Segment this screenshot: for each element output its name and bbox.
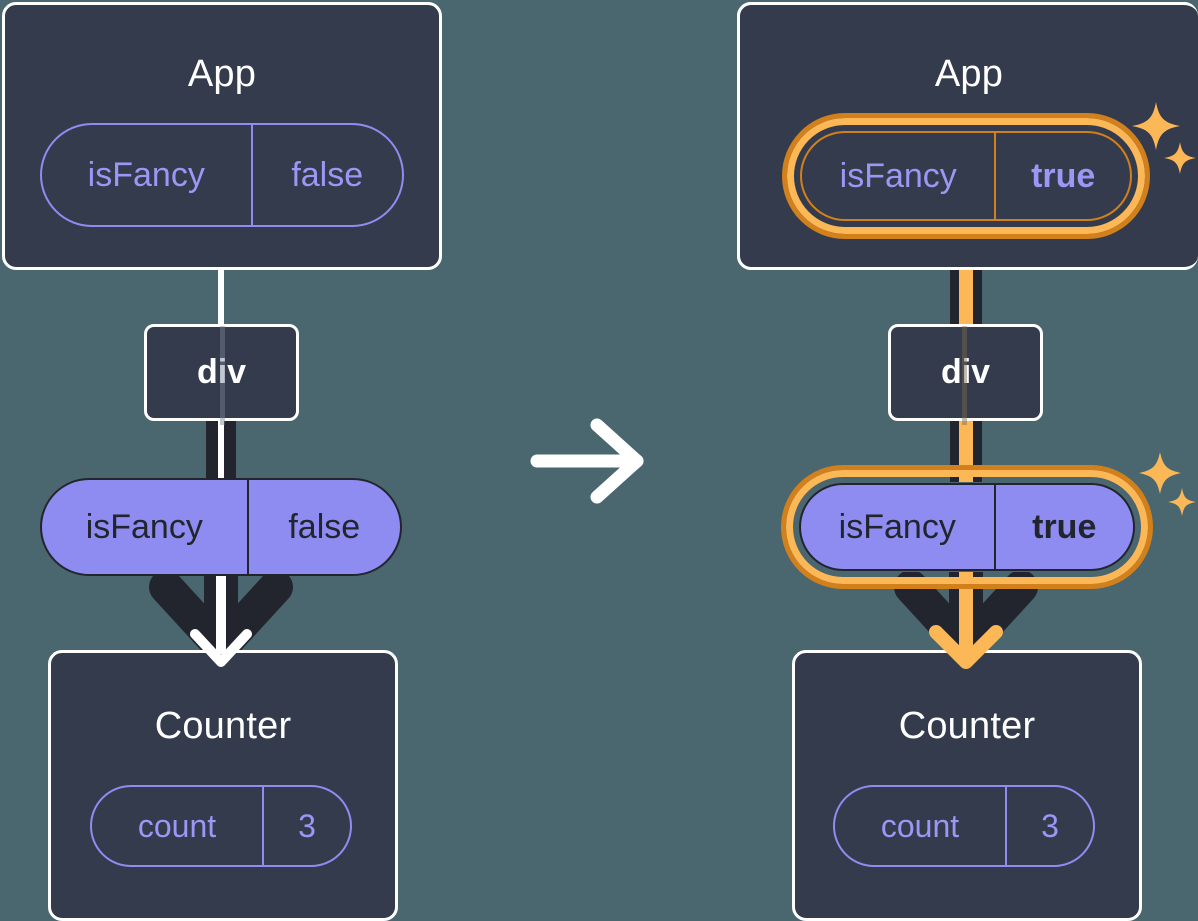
sparkle-icon-app-right [1132, 102, 1196, 174]
connector-app-to-div-left [218, 268, 224, 324]
prop-pill-value-left: false [246, 480, 400, 574]
app-prop-name-right: isFancy [839, 156, 957, 195]
connector-div-to-pill-inner-right [959, 420, 973, 482]
app-prop-name-left: isFancy [87, 155, 205, 194]
flow-arrow-inner-right [929, 572, 1003, 669]
prop-pill-highlight-right [781, 465, 1153, 589]
counter-state-name-left: count [137, 807, 217, 844]
div-passthrough-line-left [220, 326, 225, 425]
counter-state-pill-right: count 3 [833, 785, 1095, 867]
counter-state-pill-left: count 3 [90, 785, 352, 867]
prop-pill-name-right: isFancy [838, 507, 956, 546]
app-title-left: App [187, 53, 257, 95]
flow-arrow-inner-left [190, 572, 252, 667]
div-label-left: div [196, 353, 247, 391]
counter-state-name-right: count [880, 807, 960, 844]
div-box-left: div [144, 324, 299, 425]
counter-state-value-left: 3 [262, 787, 350, 865]
app-prop-pill-right: isFancy true [800, 131, 1132, 221]
counter-state-value-right: 3 [1005, 787, 1093, 865]
div-label-right: div [940, 353, 991, 391]
prop-pill-left: isFancy false [40, 478, 402, 576]
prop-pill-name-left: isFancy [85, 507, 203, 546]
app-prop-pill-highlight-right [782, 113, 1150, 239]
div-passthrough-line-right [962, 326, 967, 425]
prop-pill-value-right: true [993, 485, 1134, 569]
counter-box-left: Counter [48, 650, 398, 921]
app-title-right: App [934, 53, 1004, 95]
app-prop-value-left: false [250, 125, 403, 225]
div-box-right: div [888, 324, 1043, 425]
prop-pill-right: isFancy true [799, 483, 1135, 571]
counter-title-left: Counter [154, 705, 292, 747]
connector-div-to-pill-inner-left [218, 420, 224, 482]
app-prop-pill-left: isFancy false [40, 123, 404, 227]
sparkle-icon-pill-right [1139, 452, 1196, 516]
transition-arrow-icon [530, 418, 644, 504]
app-prop-value-right: true [994, 133, 1130, 219]
counter-title-right: Counter [898, 705, 1036, 747]
